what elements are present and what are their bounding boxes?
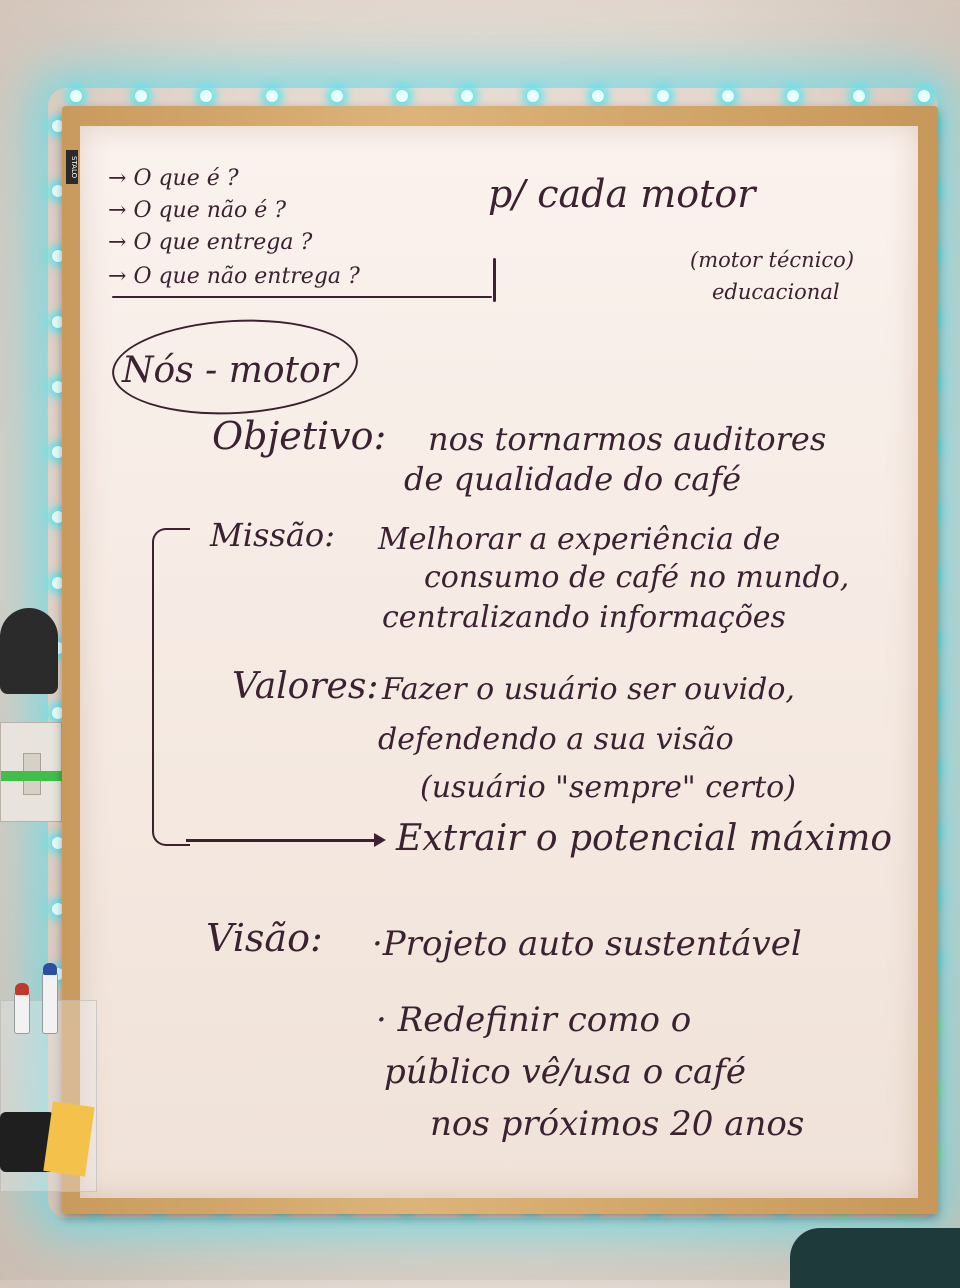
sofa-corner [790,1228,960,1288]
light-switch [0,722,69,822]
valores-line2: defendendo a sua visão [378,722,734,757]
question-1: → O que é ? [108,166,239,191]
subnote-line1: (motor técnico) [690,248,855,272]
marker-blue [42,963,58,1034]
led-strip-top [70,90,930,102]
objetivo-line1: nos tornarmos auditores [428,420,827,458]
question-4: → O que não entrega ? [108,264,360,289]
question-3: → O que entrega ? [108,230,313,255]
visao-item1: ·Projeto auto sustentável [372,924,802,964]
visao-item2-line3: nos próximos 20 anos [430,1104,805,1144]
valores-label: Valores: [232,666,379,707]
valores-line3: (usuário "sempre" certo) [420,770,796,805]
objetivo-line2: de qualidade do café [404,460,742,498]
subnote-line2: educacional [712,280,840,304]
visao-item2-line1: · Redefinir como o [376,1000,692,1040]
missao-line1: Melhorar a experiência de [378,522,781,557]
objetivo-label: Objetivo: [212,414,387,458]
marker-red [14,983,30,1034]
missao-label: Missão: [210,516,335,554]
bracket-arrow [152,528,190,846]
underline-questions [112,296,492,298]
question-2: → O que não é ? [108,198,287,223]
visao-item2-line2: público vê/usa o café [384,1052,746,1092]
circled-title: Nós - motor [122,350,338,391]
header-note: p/ cada motor [488,172,756,216]
valores-line1: Fazer o usuário ser ouvido, [382,672,795,707]
wall-outlet [0,608,58,694]
brand-label: STALO [66,150,78,184]
arrowhead-icon [374,833,386,847]
divider-stroke [493,258,496,302]
visao-label: Visão: [206,916,323,960]
extrair-line: Extrair o potencial máximo [396,818,893,859]
missao-line2: consumo de café no mundo, [424,560,850,595]
whiteboard-surface [80,126,918,1198]
green-tape [1,771,69,781]
arrow-shaft [186,839,376,842]
missao-line3: centralizando informações [382,600,786,635]
